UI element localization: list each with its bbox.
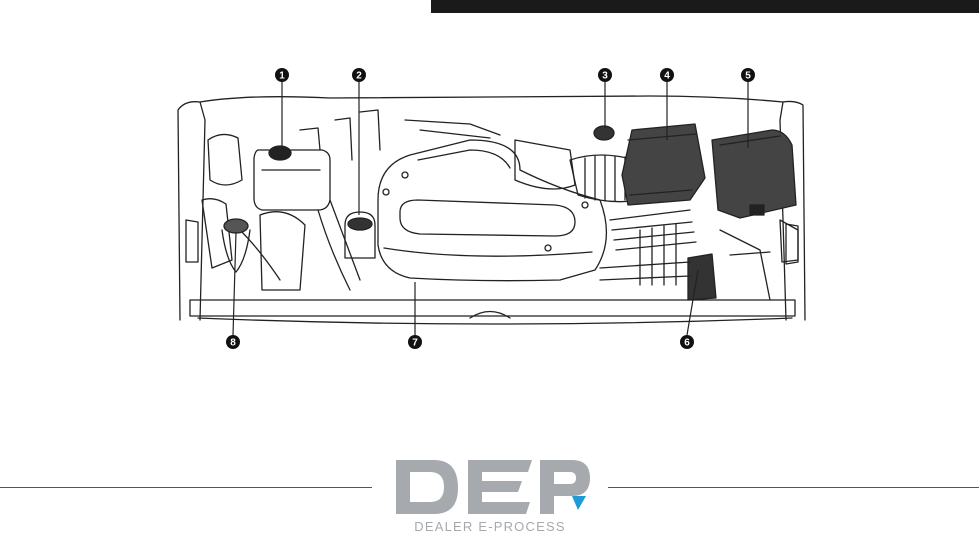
front-crossmember	[190, 300, 795, 316]
callout-8-label: 8	[230, 338, 236, 349]
hood-line	[200, 96, 783, 102]
callout-3-label: 3	[602, 71, 608, 82]
dealer-e-process-logo: DEALER E-PROCESS	[372, 452, 608, 539]
callout-6-label: 6	[684, 338, 690, 349]
callout-7-label: 7	[412, 338, 418, 349]
callout-2-label: 2	[356, 71, 362, 82]
callout-4: 4	[660, 68, 674, 82]
left-strut	[208, 134, 242, 185]
left-fender	[178, 102, 205, 320]
coolant-reservoir	[254, 146, 330, 210]
callout-8: 8	[226, 335, 240, 349]
engine-bay-diagram: 1 2 3 4 5 6 7 8	[0, 0, 979, 400]
callout-7: 7	[408, 335, 422, 349]
callout-1-label: 1	[279, 71, 285, 82]
callout-5: 5	[741, 68, 755, 82]
logo-tagline: DEALER E-PROCESS	[372, 519, 608, 534]
callout-5-label: 5	[745, 71, 751, 82]
oil-fill-cap	[594, 126, 614, 140]
callout-4-label: 4	[664, 71, 670, 82]
air-intake-tube	[515, 140, 640, 202]
callout-1: 1	[275, 68, 289, 82]
fuse-box	[712, 130, 796, 218]
callout-6: 6	[680, 335, 694, 349]
battery-area	[600, 210, 716, 300]
engine-cover	[378, 120, 606, 281]
dep-logo-mark	[372, 452, 608, 518]
callout-3: 3	[598, 68, 612, 82]
air-filter-box	[622, 124, 705, 205]
callout-2: 2	[352, 68, 366, 82]
